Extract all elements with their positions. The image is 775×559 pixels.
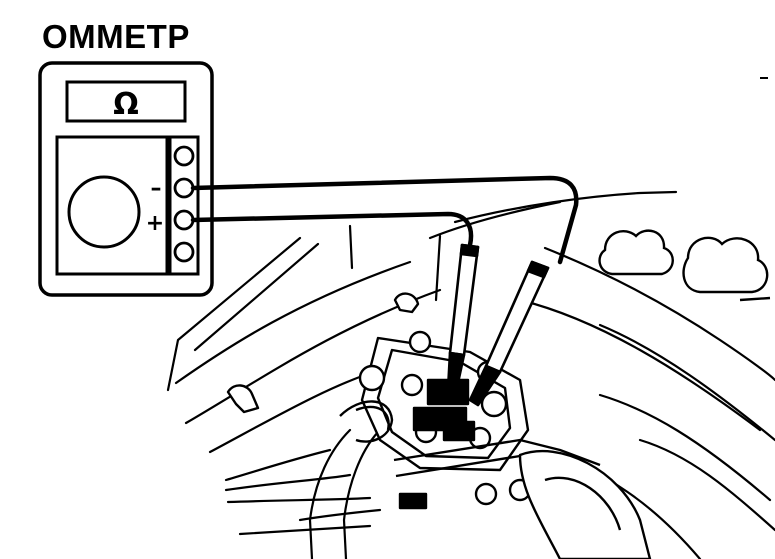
negative-lead (190, 175, 579, 265)
probes (446, 243, 550, 407)
jack-4 (173, 241, 195, 263)
jack-com (173, 177, 195, 199)
plus-label: + (146, 211, 164, 236)
title-label: ОММЕТР (42, 18, 190, 55)
connector-assembly (226, 292, 652, 559)
positive-probe (446, 243, 480, 394)
engine-bumps (598, 229, 771, 302)
engine-outline (166, 190, 775, 559)
positive-lead (190, 211, 474, 248)
ohm-symbol: Ω (113, 87, 139, 122)
jack-1 (173, 145, 195, 167)
test-leads (190, 175, 579, 265)
jack-v-ohm (173, 209, 195, 231)
minus-label: – (151, 176, 162, 201)
negative-probe (468, 260, 550, 407)
ohmmeter-body (38, 61, 214, 297)
